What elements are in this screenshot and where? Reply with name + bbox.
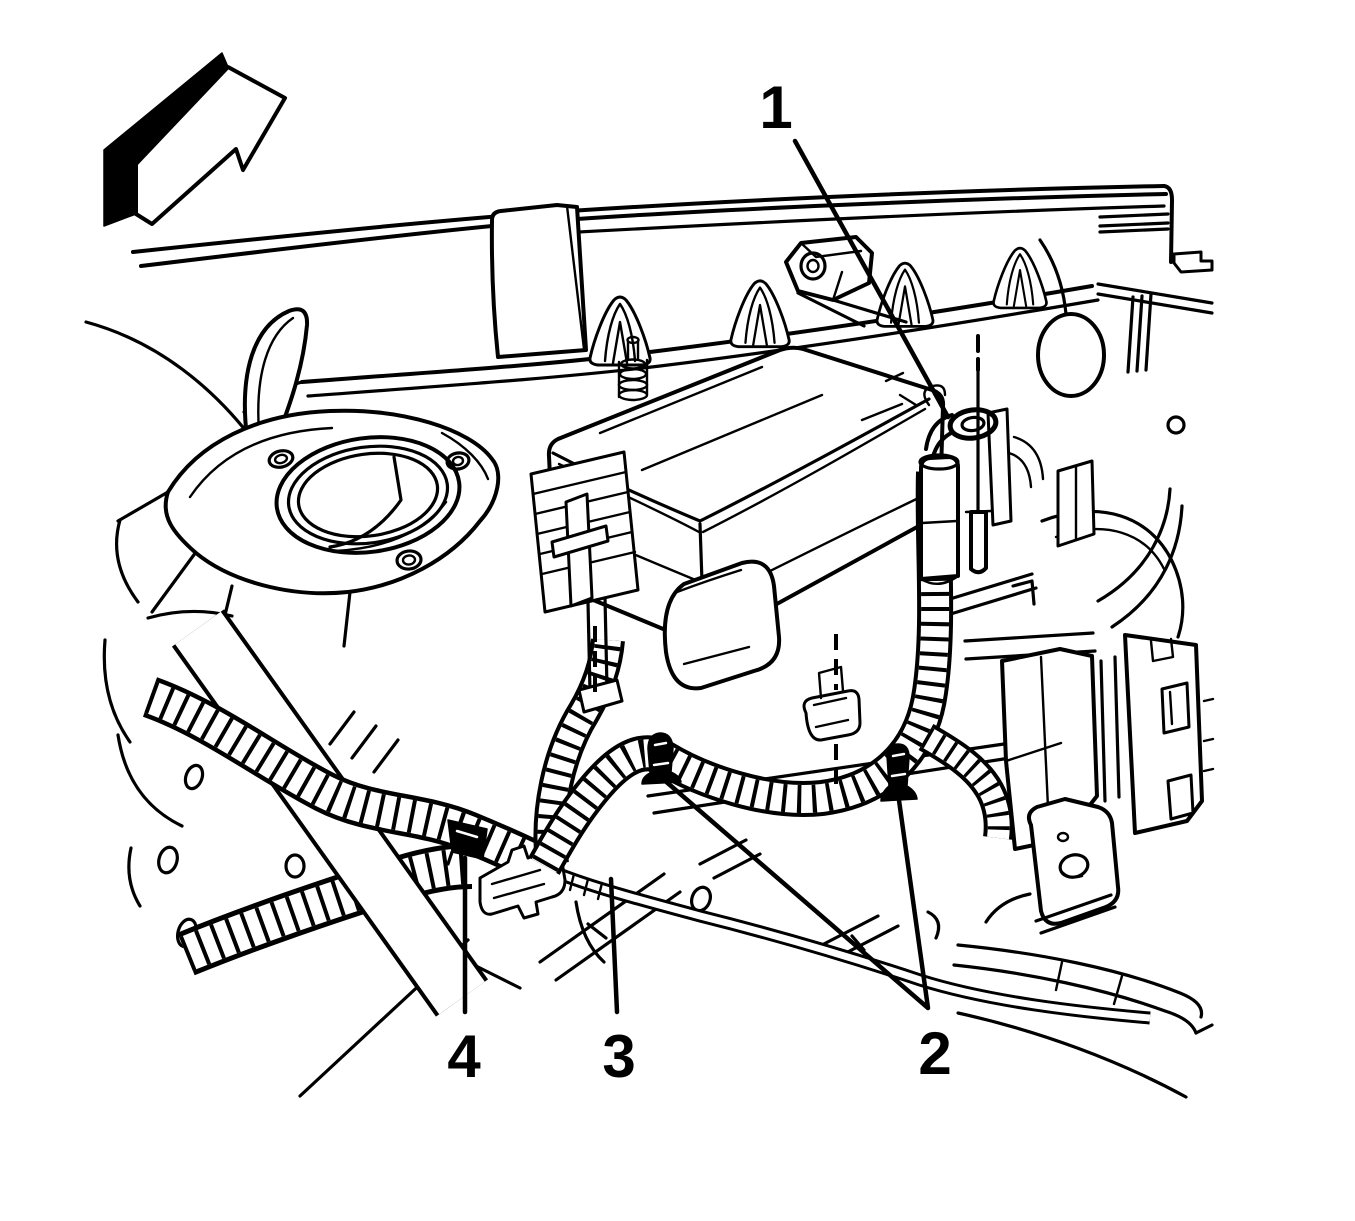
fender-arcs	[1040, 459, 1185, 639]
alignment-centerlines	[593, 626, 838, 784]
terminal-stud	[969, 510, 988, 575]
callout-4-label: 4	[447, 1023, 481, 1090]
callout-3-leader	[608, 876, 620, 1015]
hoses-lower-right	[952, 943, 1214, 1099]
tray-hanger	[802, 689, 862, 742]
callout-3-label: 3	[602, 1023, 635, 1090]
retainer-clip-left	[641, 732, 682, 785]
tower-ring-outer	[274, 435, 462, 555]
hood-latch-bracket	[784, 235, 908, 328]
callout-2-label: 2	[918, 1020, 951, 1087]
cable-boot	[918, 453, 960, 585]
retainer-clip-right	[880, 743, 918, 802]
callout-1-label: 1	[759, 74, 792, 141]
loom-standoff	[617, 335, 649, 402]
harness-retainers	[446, 732, 918, 866]
bracket-foot	[1027, 797, 1121, 926]
cowl-right-end	[1036, 184, 1214, 435]
wiring-harness-conduit-right	[528, 453, 1014, 875]
cowl-oval-hole	[1036, 312, 1106, 398]
strut-tower	[163, 307, 501, 648]
mounting-bracket-right	[963, 459, 1215, 935]
callout-1-leader	[792, 138, 951, 420]
terminal-eyelet	[947, 407, 999, 441]
cable-terminal	[884, 334, 1045, 575]
direction-arrow-icon	[103, 52, 287, 227]
tower-top	[163, 408, 501, 596]
small-hole	[1166, 415, 1186, 435]
retainer-clip-frame	[446, 819, 488, 866]
cowl-panel	[131, 184, 1214, 435]
callouts: 1 2 3 4	[447, 74, 951, 1090]
callout-2-leader	[660, 776, 931, 1011]
fuse-block-support	[577, 596, 624, 714]
fuse-block	[529, 335, 1038, 815]
cowl-vertical-panel	[489, 203, 588, 359]
tower-fin	[242, 307, 310, 440]
fuse-block-corner-cover	[662, 559, 782, 691]
